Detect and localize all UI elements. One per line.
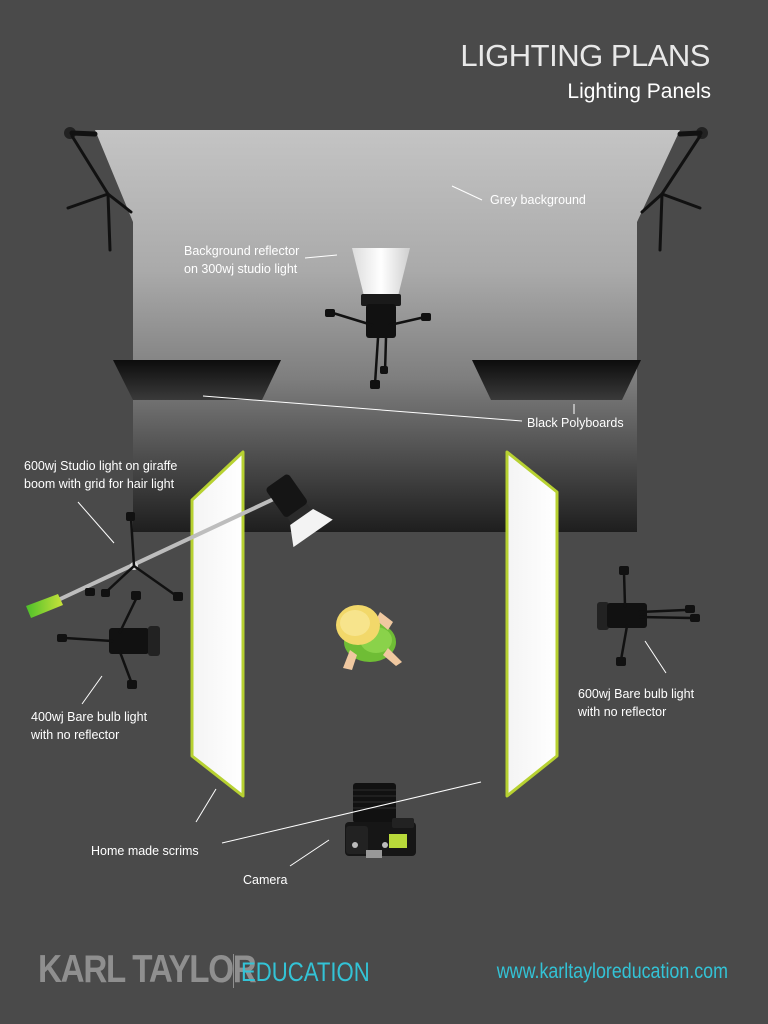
footer-education: EDUCATION [241,957,370,987]
scrim-left [190,450,245,798]
label-background-reflector-line1: Background reflector [184,244,300,258]
label-background-reflector: Background reflector on 300wj studio lig… [184,242,299,278]
footer-divider [233,954,234,988]
background-reflector-light [325,248,431,389]
page-subtitle: Lighting Panels [567,80,711,103]
label-hair-light-line2: boom with grid for hair light [24,477,175,491]
subject-model [336,605,402,670]
label-scrims: Home made scrims [91,844,199,858]
camera [345,783,416,858]
background-stand-left [64,127,133,252]
footer-url-link[interactable]: www.karltayloreducation.com [496,960,728,983]
label-black-polyboards: Black Polyboards [527,416,624,430]
label-left-bulb: 400wj Bare bulb light with no reflector [31,708,147,744]
polyboard-right [472,360,641,400]
label-left-bulb-line1: 400wj Bare bulb light [31,710,148,724]
label-camera: Camera [243,873,288,887]
label-hair-light: 600wj Studio light on giraffe boom with … [24,457,177,493]
label-hair-light-line1: 600wj Studio light on giraffe [24,459,178,473]
label-background-reflector-line2: on 300wj studio light [184,262,298,276]
label-right-bulb-line1: 600wj Bare bulb light [578,687,695,701]
leader-lines [77,185,667,867]
label-right-bulb-line2: with no reflector [578,705,667,719]
label-right-bulb: 600wj Bare bulb light with no reflector [578,685,694,721]
label-left-bulb-line2: with no reflector [31,728,120,742]
label-grey-background: Grey background [490,193,586,207]
page-title: LIGHTING PLANS [460,38,710,73]
footer-brand: KARL TAYLOR [38,948,257,991]
background-stand-right [640,127,708,252]
left-bare-bulb-light [57,591,160,689]
hair-light-boom [26,474,333,618]
polyboard-left [113,360,281,400]
scrim-right [505,450,559,798]
right-bare-bulb-light [597,566,700,666]
